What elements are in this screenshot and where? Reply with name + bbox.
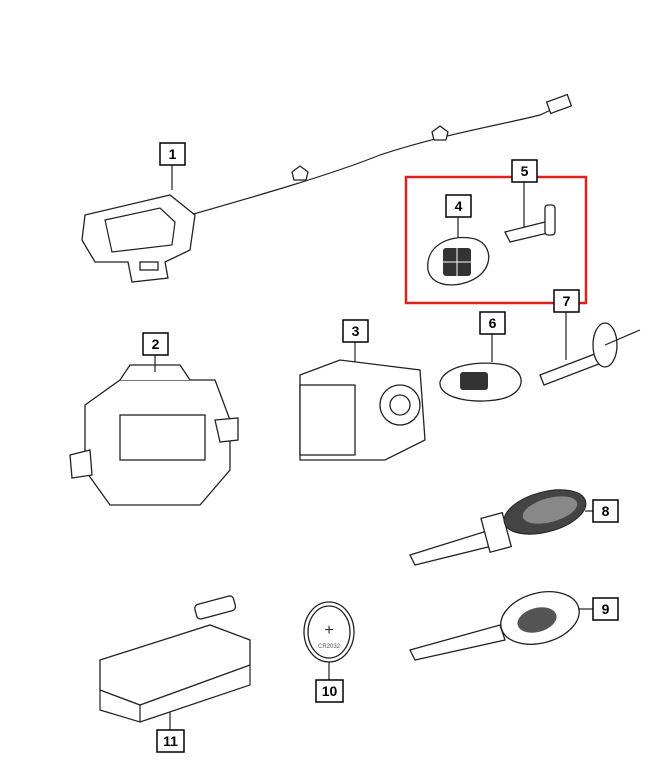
- callout-5[interactable]: 5: [511, 159, 538, 183]
- callout-label: 9: [602, 601, 610, 617]
- highlight-box: [404, 175, 588, 305]
- callout-1[interactable]: 1: [159, 142, 186, 166]
- callout-label: 6: [489, 315, 497, 331]
- callout-label: 4: [455, 198, 463, 214]
- callout-label: 2: [152, 336, 160, 352]
- callout-4[interactable]: 4: [445, 194, 472, 218]
- callout-label: 10: [322, 683, 338, 699]
- part-6-key-fob: [439, 334, 522, 402]
- part-8-key: [409, 489, 593, 566]
- callout-2[interactable]: 2: [142, 332, 169, 356]
- callout-8[interactable]: 8: [592, 499, 619, 523]
- callout-label: 7: [563, 293, 571, 309]
- callout-10[interactable]: 10: [315, 679, 344, 703]
- callout-7[interactable]: 7: [553, 289, 580, 313]
- part-4-key-fob: [427, 217, 490, 286]
- callout-3[interactable]: 3: [342, 319, 369, 343]
- part-2-control-module: [69, 355, 239, 506]
- callout-label: 1: [169, 146, 177, 162]
- part-5-emergency-key: [504, 182, 556, 243]
- battery-text: CR2032: [318, 644, 341, 650]
- callout-11[interactable]: 11: [156, 729, 185, 753]
- part-11-antenna-bracket: [99, 595, 251, 730]
- callout-label: 5: [521, 163, 529, 179]
- callout-label: 3: [352, 323, 360, 339]
- part-1-receiver-module: [81, 93, 573, 283]
- callout-9[interactable]: 9: [592, 597, 619, 621]
- callout-6[interactable]: 6: [479, 311, 506, 335]
- callout-label: 8: [602, 503, 610, 519]
- part-7-key-blade: [539, 312, 641, 386]
- callout-label: 11: [163, 733, 178, 749]
- part-10-battery: + CR2032: [303, 601, 355, 680]
- svg-text:+: +: [324, 622, 333, 639]
- part-9-key: [409, 591, 593, 661]
- part-3-ignition-switch: [299, 342, 426, 461]
